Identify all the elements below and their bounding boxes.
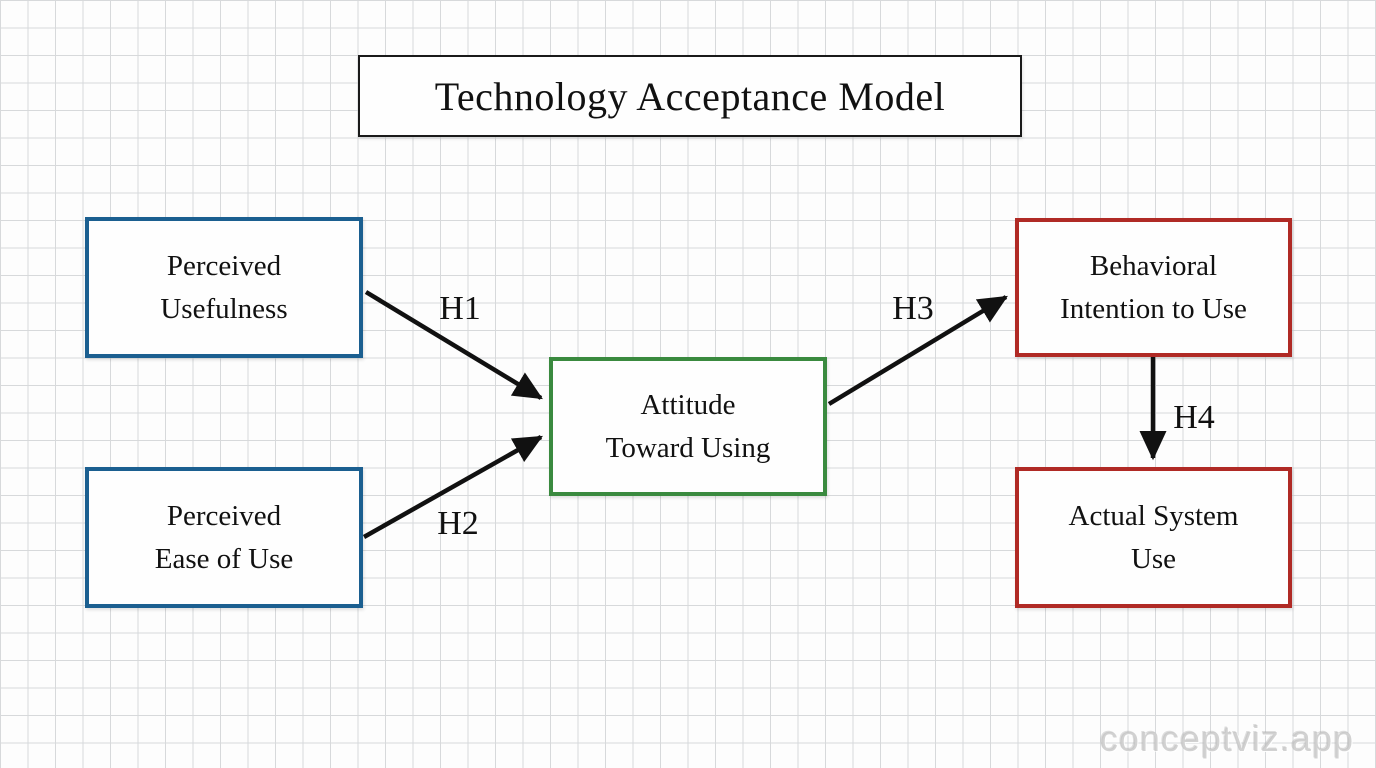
node-attitude-toward-using: Attitude Toward Using [549, 357, 827, 496]
watermark: conceptviz.app [1099, 718, 1354, 759]
edge-label-h4: H4 [1173, 399, 1215, 436]
edge-label-h3: H3 [892, 290, 934, 327]
diagram-title-box: Technology Acceptance Model [358, 55, 1022, 137]
edge-label-h2: H2 [437, 505, 479, 542]
node-perceived-ease-of-use: Perceived Ease of Use [85, 467, 363, 608]
node-label: Actual System Use [1068, 500, 1239, 575]
diagram-title: Technology Acceptance Model [434, 73, 946, 119]
edge-label-h1: H1 [439, 290, 481, 327]
node-label: Perceived Usefulness [160, 250, 288, 325]
node-label: Attitude Toward Using [605, 389, 771, 464]
node-actual-system-use: Actual System Use [1015, 467, 1292, 608]
node-label: Behavioral Intention to Use [1060, 250, 1247, 325]
node-perceived-usefulness: Perceived Usefulness [85, 217, 363, 358]
node-behavioral-intention-to-use: Behavioral Intention to Use [1015, 218, 1292, 357]
node-label: Perceived Ease of Use [154, 500, 294, 575]
